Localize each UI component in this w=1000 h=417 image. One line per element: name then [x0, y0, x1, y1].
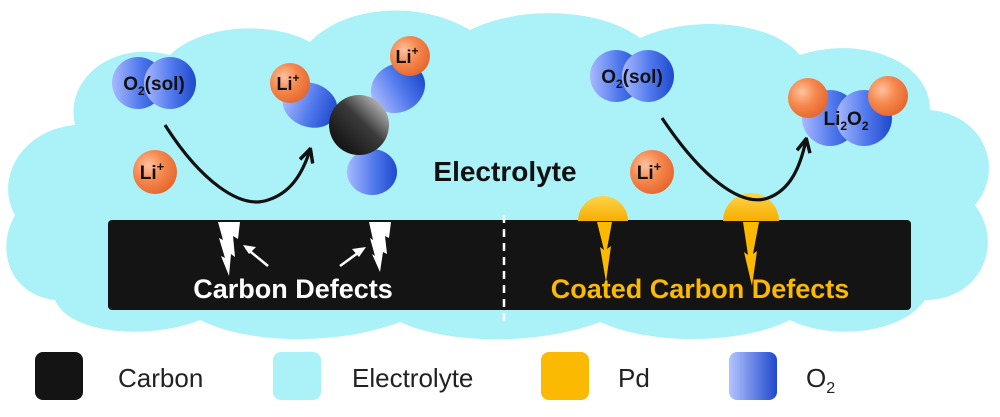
reaction-arrow-left [163, 124, 310, 204]
carbon-substrate [108, 215, 911, 322]
coated-carbon-defects-label: Coated Carbon Defects [551, 274, 850, 304]
svg-text:Li+: Li+ [276, 71, 299, 94]
legend: Carbon Electrolyte Pd O2 [35, 352, 835, 400]
legend-item-o2: O2 [729, 352, 835, 400]
svg-text:O2(sol): O2(sol) [123, 74, 185, 98]
o2-sol-left-main: O [123, 74, 138, 95]
o2-sol-left-sub: 2 [138, 84, 145, 98]
li2o2-molecule: Li2O2 [788, 76, 908, 146]
defect-pointer-1 [243, 245, 269, 267]
reaction-arrow-right [660, 117, 806, 202]
legend-label-electrolyte: Electrolyte [352, 363, 473, 393]
svg-text:O2(sol): O2(sol) [601, 67, 663, 91]
legend-item-electrolyte: Electrolyte [273, 352, 473, 400]
li-ion-right-free: Li+ [630, 150, 674, 194]
svg-text:Li+: Li+ [395, 44, 418, 67]
defect-pointer-2 [339, 247, 366, 268]
electrolyte-label: Electrolyte [433, 156, 576, 187]
legend-item-pd: Pd [541, 352, 650, 400]
svg-text:Li+: Li+ [140, 159, 165, 184]
o2-sol-left-rest: (sol) [145, 74, 185, 95]
legend-label-carbon: Carbon [118, 363, 203, 393]
svg-text:Li+: Li+ [637, 159, 662, 184]
adsorbed-li-o2-complex: Li+ Li+ [270, 36, 430, 195]
o2-molecule-left: O2(sol) [112, 57, 196, 109]
legend-swatch-pd [541, 352, 589, 400]
legend-swatch-o2 [729, 352, 777, 400]
li-ion-left-free: Li+ [133, 150, 177, 194]
legend-item-carbon: Carbon [35, 352, 203, 400]
pd-coating-1 [578, 196, 628, 282]
carbon-atom [329, 95, 389, 155]
legend-label-pd: Pd [618, 363, 650, 393]
carbon-defects-label: Carbon Defects [193, 274, 393, 304]
svg-text:Li2O2: Li2O2 [823, 109, 868, 133]
defect-crack-1 [218, 222, 240, 276]
legend-swatch-electrolyte [273, 352, 321, 400]
o2-molecule-right: O2(sol) [590, 50, 674, 102]
legend-label-o2: O2 [806, 363, 835, 397]
legend-swatch-carbon [35, 352, 83, 400]
defect-crack-2 [369, 222, 391, 272]
